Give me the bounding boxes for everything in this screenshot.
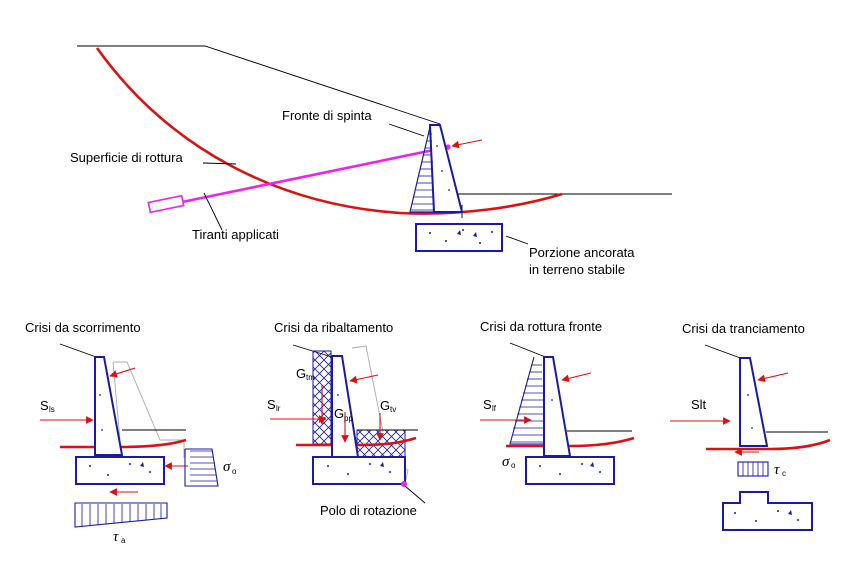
panel-ribaltamento-title: Crisi da ribaltamento	[274, 320, 393, 335]
thrust-arrow	[349, 374, 379, 384]
thrust-arrow	[451, 139, 483, 149]
panel-tranciamento-title: Crisi da tranciamento	[682, 321, 805, 336]
label-tau: τ	[113, 529, 119, 545]
label-tau: τ	[774, 462, 780, 478]
label-slr-sub: lr	[276, 404, 281, 413]
label-porzione-line2: in terreno stabile	[529, 262, 625, 277]
ground-slope-line	[77, 45, 441, 125]
thrust-arrow	[757, 372, 789, 383]
tau-shear-block	[737, 461, 769, 477]
wall-base	[75, 456, 165, 485]
anchor-body	[147, 194, 185, 214]
label-tau-sub: a	[121, 536, 126, 545]
slip-surface	[95, 47, 563, 215]
ground-line	[704, 344, 744, 360]
concrete-texture	[429, 145, 493, 244]
pole-of-rotation	[401, 481, 407, 487]
label-slf-sub: lf	[492, 404, 497, 413]
panel-scorrimento: Crisi da scorrimento S ls σ o	[25, 320, 237, 545]
thrust-arrow	[561, 372, 592, 383]
panel-ribaltamento: Crisi da ribaltamento S lr G tm G pp G t…	[267, 320, 426, 518]
label-tiranti-applicati: Tiranti applicati	[192, 227, 279, 242]
label-tau-sub: c	[782, 469, 786, 478]
front-pressure-diagram	[509, 356, 544, 445]
displaced-wall-outline	[113, 361, 185, 458]
label-sigma: σ	[223, 459, 231, 475]
thrust-arrow	[109, 367, 136, 378]
label-superficie-di-rottura: Superficie di rottura	[70, 150, 183, 165]
main-wall-base	[415, 223, 503, 252]
slip-line	[706, 438, 831, 451]
displaced-wall-outline	[351, 345, 384, 433]
wall-stem	[739, 357, 769, 447]
panel-rottura-fronte: Crisi da rottura fronte S lf σ o	[480, 319, 635, 485]
label-fronte-di-spinta: Fronte di spinta	[282, 108, 372, 123]
wall-stem	[543, 356, 572, 457]
label-sls-sub: ls	[49, 405, 55, 414]
label-gpp-sub: pp	[344, 414, 353, 423]
wall-stem	[94, 356, 124, 456]
main-wall-stem	[428, 124, 464, 213]
panel-scorrimento-title: Crisi da scorrimento	[25, 320, 141, 335]
slip-line	[506, 436, 635, 448]
label-sls: S	[40, 398, 49, 413]
label-sigma: σ	[502, 454, 510, 470]
leader-porzione	[505, 235, 529, 245]
label-sigma-sub: o	[511, 461, 516, 470]
label-gpp: G	[334, 406, 344, 421]
tau-shear-diagram	[74, 502, 168, 528]
wall-base	[312, 456, 406, 485]
main-diagram: Fronte di spinta Superficie di rottura T…	[70, 45, 672, 277]
leader-tiranti	[203, 192, 223, 231]
leader-polo	[404, 485, 426, 504]
panel-rottura-fronte-title: Crisi da rottura fronte	[480, 319, 602, 334]
label-gtm-sub: tm	[306, 373, 315, 382]
sheared-base	[722, 491, 813, 531]
panel-tranciamento: Crisi da tranciamento Slt τ c	[670, 321, 831, 531]
ground-line	[509, 342, 549, 359]
leader-fronte	[388, 123, 425, 137]
label-gtv-sub: tv	[390, 405, 396, 414]
label-slt: Slt	[691, 397, 707, 412]
tieback-anchor	[181, 145, 449, 204]
leader-superficie	[202, 162, 237, 165]
label-gtm: G	[296, 366, 306, 381]
earth-pressure-diagram	[409, 126, 434, 213]
label-porzione-line1: Porzione ancorata	[529, 245, 635, 260]
label-polo-di-rotazione: Polo di rotazione	[320, 503, 417, 518]
label-slf: S	[483, 397, 492, 412]
label-sigma-sub: o	[232, 467, 237, 476]
ground-line	[59, 343, 100, 359]
wall-base	[525, 456, 615, 485]
label-slr: S	[267, 397, 276, 412]
slip-line	[296, 436, 417, 447]
slip-line	[60, 438, 187, 449]
sigma-pressure-diagram	[184, 448, 219, 487]
label-gtv: G	[380, 398, 390, 413]
